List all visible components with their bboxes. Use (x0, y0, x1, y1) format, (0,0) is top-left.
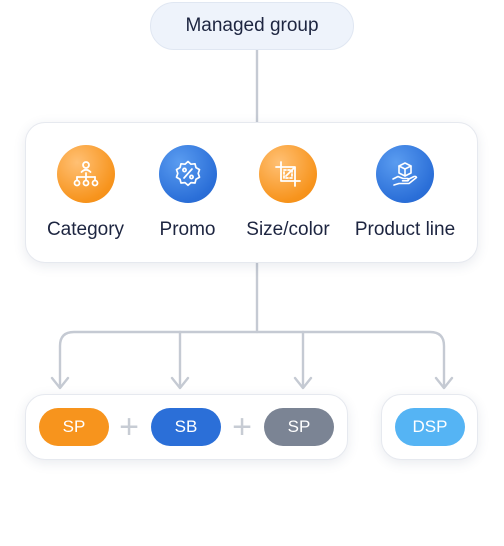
org-chart-icon (73, 161, 98, 187)
dsp-card: DSP (381, 394, 478, 460)
hand-box-icon (392, 162, 418, 186)
type-category: Category (43, 145, 128, 241)
sp-pill-gray-label: SP (287, 417, 311, 436)
group-types-card: Category Promo (25, 122, 478, 263)
dsp-pill: DSP (395, 408, 465, 446)
type-promo: Promo (145, 145, 230, 241)
plus-sign: + (119, 408, 139, 446)
sp-pill-gray: SP (264, 408, 334, 446)
type-label-product-line: Product line (354, 219, 456, 240)
type-product-line: Product line (348, 145, 462, 241)
sp-pill: SP (39, 408, 109, 446)
dsp-pill-label: DSP (412, 417, 448, 436)
arrow-head-2 (170, 376, 190, 390)
type-label-size-color: Size/color (246, 219, 330, 240)
crop-resize-icon (275, 161, 301, 187)
managed-group-label: Managed group (185, 15, 319, 36)
size-color-badge (259, 145, 317, 203)
plus-sign: + (232, 408, 252, 446)
ad-types-card: SP + SB + SP (25, 394, 348, 460)
type-size-color: Size/color (238, 145, 338, 241)
connector-branch (58, 330, 446, 388)
sb-pill: SB (151, 408, 221, 446)
percent-badge-icon (175, 160, 200, 187)
type-label-promo: Promo (159, 219, 216, 240)
arrow-head-1 (50, 376, 70, 390)
arrow-head-3 (293, 376, 313, 390)
promo-badge (158, 145, 217, 203)
arrow-head-4 (434, 376, 454, 390)
product-line-badge (376, 145, 434, 203)
sb-pill-label: SB (174, 417, 198, 436)
sp-pill-label: SP (62, 417, 86, 436)
managed-group-node: Managed group (150, 2, 354, 50)
category-badge (56, 145, 115, 203)
type-label-category: Category (46, 219, 125, 240)
